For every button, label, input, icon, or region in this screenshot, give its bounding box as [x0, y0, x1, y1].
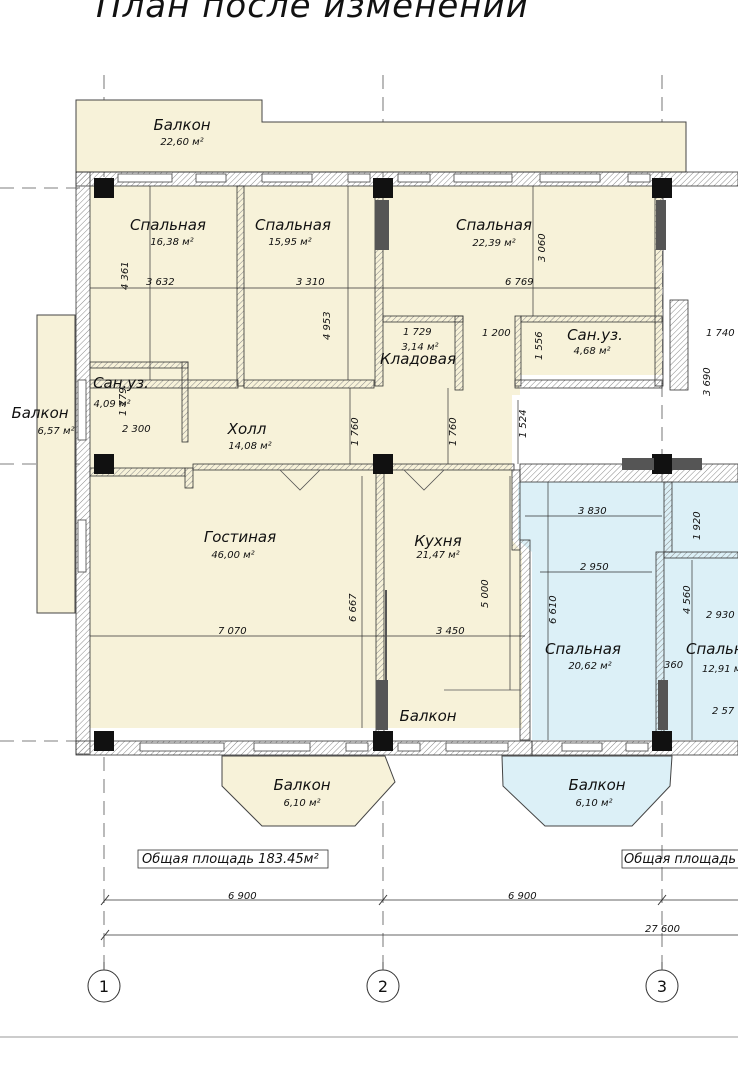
room-name-living: Гостиная — [204, 528, 276, 546]
room-name-kitchen: Кухня — [414, 532, 461, 550]
room-name-bed2: Спальная — [255, 216, 331, 234]
dim-label: 6 769 — [505, 277, 534, 288]
dim-label: 4 560 — [682, 585, 693, 614]
room-name-hall: Холл — [227, 420, 267, 438]
room-area-hall: 14,08 м² — [228, 441, 271, 452]
room-area-storage: 3,14 м² — [402, 342, 439, 353]
axis-label-2: 2 — [378, 977, 388, 996]
dim-label: 1 729 — [403, 327, 432, 338]
total-area-label-cut: Общая площадь — [624, 852, 736, 867]
room-name-balkon-bottom-right: Балкон — [568, 776, 625, 794]
room-name-balkon-kitchen: Балкон — [399, 707, 456, 725]
dim-label: 3 060 — [537, 233, 548, 262]
room-name-bed5: Спальн — [686, 640, 738, 658]
axis-label-1: 1 — [99, 977, 109, 996]
dim-label: 1 760 — [350, 417, 361, 446]
room-area-balkon-top: 22,60 м² — [160, 137, 203, 148]
room-area-bed4: 20,62 м² — [568, 661, 611, 672]
totals: Общая площадь 183.45м² Общая площадь — [142, 852, 736, 867]
room-area-balkon-bottom-left: 6,10 м² — [284, 798, 321, 809]
dim-label: 1 760 — [448, 417, 459, 446]
dim-label: 3 632 — [146, 277, 175, 288]
dim-label: 7 070 — [218, 626, 247, 637]
dim-label: 3 310 — [296, 277, 325, 288]
axis-label-3: 3 — [657, 977, 667, 996]
dim-label: 6 900 — [508, 891, 537, 902]
room-area-kitchen: 21,47 м² — [416, 550, 459, 561]
dim-label: 2 950 — [580, 562, 609, 573]
room-area-bed5: 12,91 м — [702, 664, 738, 675]
room-area-bath1: 4,68 м² — [574, 346, 611, 357]
room-area-bed2: 15,95 м² — [268, 237, 311, 248]
room-name-balkon-bottom-left: Балкон — [273, 776, 330, 794]
dim-label: 6 610 — [548, 595, 559, 624]
dim-label: 5 000 — [480, 579, 491, 608]
axis-labels: 1 2 3 — [99, 977, 667, 996]
dim-label: 27 600 — [645, 924, 680, 935]
dim-label: 1 740 — [706, 328, 735, 339]
dim-label: 4 953 — [322, 311, 333, 340]
dim-label: 6 900 — [228, 891, 257, 902]
dim-label: 1 524 — [518, 409, 529, 438]
dim-label: 360 — [664, 660, 683, 671]
room-name-storage: Кладовая — [380, 350, 456, 368]
room-name-bath1: Сан.уз. — [567, 326, 623, 344]
dim-label: 2 57 — [712, 706, 735, 717]
dimension-lines — [90, 186, 738, 970]
room-name-balkon-left: Балкон — [11, 404, 68, 422]
dim-label: 3 690 — [702, 367, 713, 396]
room-area-balkon-bottom-right: 6,10 м² — [576, 798, 613, 809]
total-boxes — [137, 849, 738, 869]
dim-label: 4 361 — [120, 261, 131, 290]
room-area-bath2: 4,09 м² — [94, 399, 131, 410]
columns — [94, 178, 702, 751]
room-area-living: 46,00 м² — [211, 550, 254, 561]
walls — [75, 171, 738, 756]
dim-label: 3 830 — [578, 506, 607, 517]
doors — [279, 469, 520, 691]
room-labels: Балкон 22,60 м² Спальная 16,38 м² Спальн… — [11, 116, 738, 809]
dim-label: 1 920 — [692, 511, 703, 540]
dim-label: 2 930 — [706, 610, 735, 621]
dim-label: 2 300 — [122, 424, 151, 435]
dimension-labels: 4 361 3 632 3 310 4 953 6 769 3 060 1 72… — [118, 233, 735, 935]
dim-label: 1 556 — [534, 331, 545, 360]
total-area-label: Общая площадь 183.45м² — [142, 852, 319, 867]
dimension-ticks — [100, 894, 667, 941]
dim-label: 1 200 — [482, 328, 511, 339]
room-area-bed3: 22,39 м² — [472, 238, 515, 249]
windows — [77, 173, 651, 752]
room-name-bath2: Сан.уз. — [93, 374, 149, 392]
dim-label: 1 779 — [118, 387, 129, 416]
room-name-balkon-top: Балкон — [153, 116, 210, 134]
room-area-balkon-left: 6,57 м² — [38, 426, 75, 437]
room-name-bed1: Спальная — [130, 216, 206, 234]
room-name-bed4: Спальная — [545, 640, 621, 658]
dim-label: 6 667 — [348, 593, 359, 622]
room-area-bed1: 16,38 м² — [150, 237, 193, 248]
axis-markers — [87, 969, 679, 1003]
page-title: План после изменений — [96, 0, 529, 26]
room-name-bed3: Спальная — [456, 216, 532, 234]
dim-label: 3 450 — [436, 626, 465, 637]
